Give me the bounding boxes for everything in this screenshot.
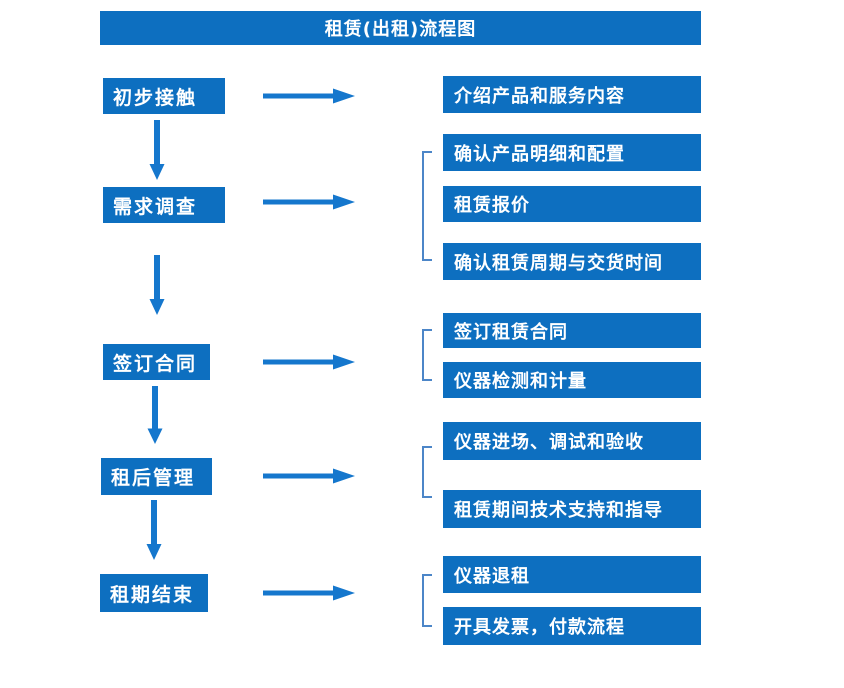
bracket-connector-demand-survey — [422, 151, 432, 261]
down-arrow — [146, 500, 162, 560]
output-box-confirm-product-details: 确认产品明细和配置 — [443, 134, 701, 171]
down-arrow — [149, 255, 165, 315]
stage-box-demand-survey: 需求调查 — [103, 187, 225, 223]
output-box-introduce-products-services: 介绍产品和服务内容 — [443, 76, 701, 113]
bracket-connector-post-rental-management — [422, 446, 432, 498]
output-box-confirm-rental-period-delivery: 确认租赁周期与交货时间 — [443, 243, 701, 280]
stage-box-rental-end: 租期结束 — [100, 574, 208, 612]
output-box-invoice-payment-process: 开具发票，付款流程 — [443, 607, 701, 645]
bracket-connector-sign-contract — [422, 329, 432, 381]
right-arrow — [263, 585, 355, 601]
stage-box-sign-contract: 签订合同 — [103, 344, 210, 380]
right-arrow — [263, 468, 355, 484]
output-box-rental-quotation: 租赁报价 — [443, 186, 701, 222]
right-arrow — [263, 354, 355, 370]
output-box-instrument-return: 仪器退租 — [443, 556, 701, 593]
down-arrow — [147, 386, 163, 444]
output-box-sign-rental-contract: 签订租赁合同 — [443, 313, 701, 348]
down-arrow — [149, 120, 165, 180]
bracket-connector-rental-end — [422, 574, 432, 627]
output-box-instrument-testing-metering: 仪器检测和计量 — [443, 362, 701, 398]
output-box-instrument-arrival-commissioning: 仪器进场、调试和验收 — [443, 422, 701, 460]
output-box-technical-support-during-rental: 租赁期间技术支持和指导 — [443, 490, 701, 528]
stage-box-initial-contact: 初步接触 — [103, 78, 225, 114]
flowchart-title: 租赁(出租)流程图 — [100, 11, 701, 45]
stage-box-post-rental-management: 租后管理 — [101, 458, 212, 495]
right-arrow — [263, 88, 355, 104]
right-arrow — [263, 194, 355, 210]
